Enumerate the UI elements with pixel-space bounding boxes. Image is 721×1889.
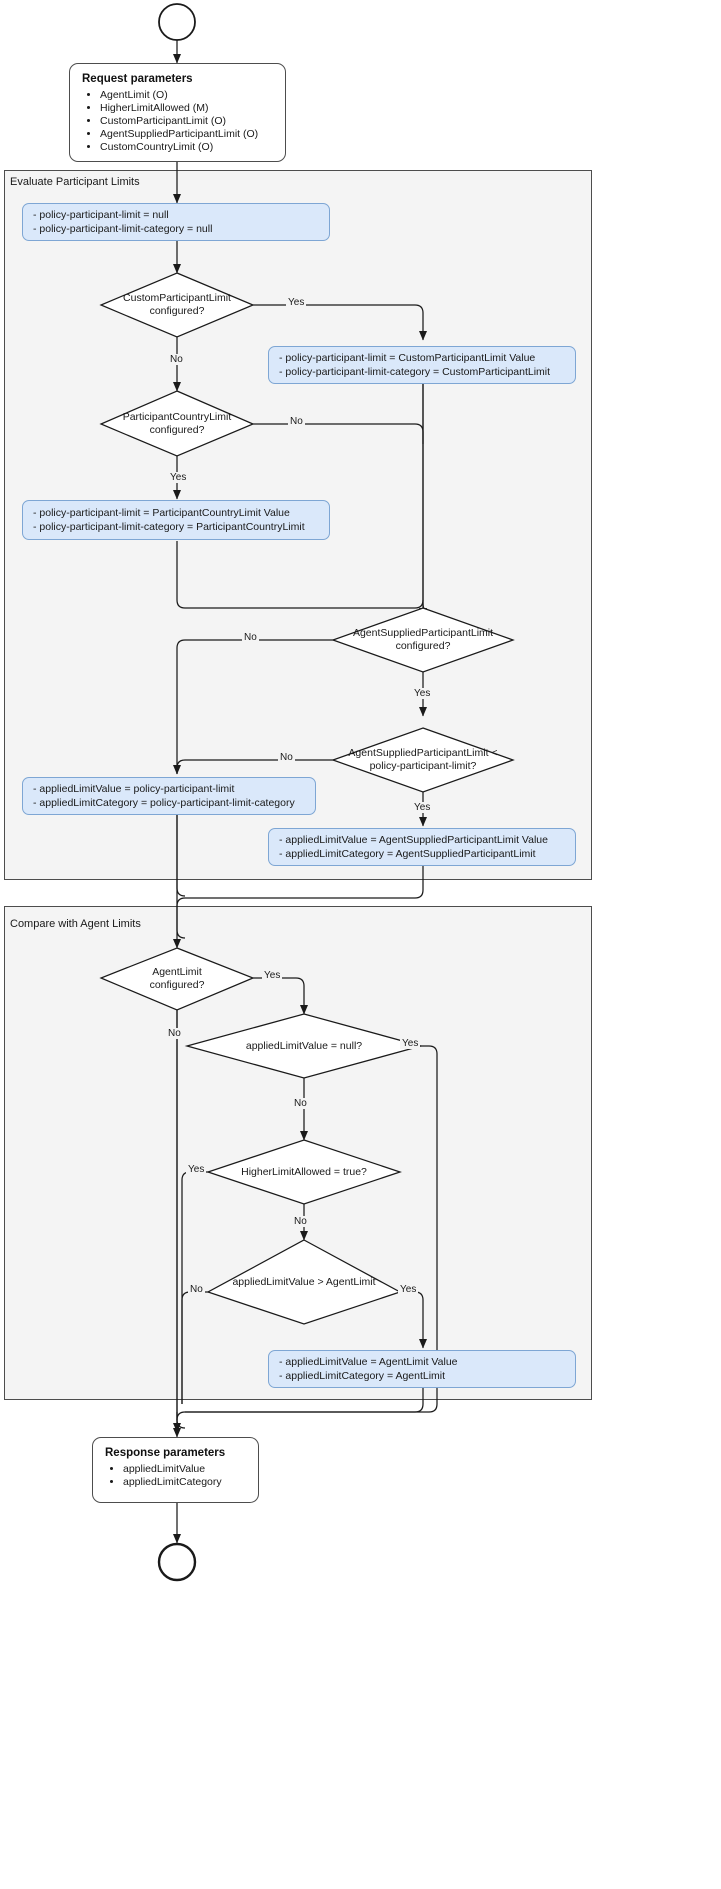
- edge-label-no: No: [278, 752, 295, 763]
- decision-line-1: appliedLimitValue = null?: [245, 1039, 363, 1052]
- assign-line-2: - policy-participant-limit-category = nu…: [33, 223, 213, 235]
- decision-label-applied-greater-than-agent: appliedLimitValue > AgentLimit: [208, 1240, 400, 1324]
- edge-label-no: No: [292, 1216, 309, 1227]
- list-item: AgentLimit (O): [100, 89, 285, 102]
- list-item: CustomParticipantLimit (O): [100, 115, 285, 128]
- edge-label-yes: Yes: [186, 1164, 207, 1175]
- edge-label-no: No: [166, 1028, 183, 1039]
- assign-init-policy-limits: - policy-participant-limit = null - poli…: [22, 203, 330, 241]
- edge-label-no: No: [288, 416, 305, 427]
- decision-label-custom-participant-limit: CustomParticipantLimit configured?: [101, 273, 253, 337]
- response-parameters-list: appliedLimitValue appliedLimitCategory: [93, 1463, 258, 1497]
- assign-applied-from-agent-limit: - appliedLimitValue = AgentLimit Value -…: [268, 1350, 576, 1388]
- decision-line-1: CustomParticipantLimit: [123, 292, 231, 304]
- decision-applied-greater-than-agent: [206, 1239, 402, 1325]
- response-parameters-box: Response parameters appliedLimitValue ap…: [92, 1437, 259, 1503]
- assign-line-1: - policy-participant-limit = null: [33, 209, 169, 221]
- decision-participant-country-limit: [99, 390, 255, 457]
- decision-label-applied-limit-null: appliedLimitValue = null?: [187, 1014, 421, 1078]
- decision-line-1: HigherLimitAllowed = true?: [241, 1165, 367, 1178]
- decision-custom-participant-limit: [99, 272, 255, 338]
- edge-label-yes: Yes: [262, 970, 283, 981]
- lane-title-compare: Compare with Agent Limits: [10, 918, 141, 930]
- request-parameters-box: Request parameters AgentLimit (O) Higher…: [69, 63, 286, 162]
- decision-agent-limit-configured: [99, 947, 255, 1011]
- decision-line-1: AgentSuppliedParticipantLimit: [352, 627, 494, 639]
- edge-label-yes: Yes: [286, 297, 307, 308]
- decision-label-agent-supplied-compare: AgentSuppliedParticipantLimit < policy-p…: [333, 728, 513, 792]
- assign-line-2: - appliedLimitCategory = policy-particip…: [33, 797, 295, 809]
- assign-participant-country-limit: - policy-participant-limit = Participant…: [22, 500, 330, 540]
- edge-label-yes: Yes: [398, 1284, 419, 1295]
- decision-label-participant-country-limit: ParticipantCountryLimit configured?: [101, 392, 253, 456]
- assign-line-1: - appliedLimitValue = AgentLimit Value: [279, 1356, 458, 1368]
- list-item: AgentSuppliedParticipantLimit (O): [100, 128, 285, 141]
- assign-applied-from-policy: - appliedLimitValue = policy-participant…: [22, 777, 316, 815]
- edge-label-no: No: [292, 1098, 309, 1109]
- assign-custom-participant-limit: - policy-participant-limit = CustomParti…: [268, 346, 576, 384]
- assign-line-1: - appliedLimitValue = AgentSuppliedParti…: [279, 834, 548, 846]
- decision-line-2: configured?: [149, 979, 205, 991]
- decision-line-2: configured?: [149, 424, 205, 436]
- list-item: appliedLimitValue: [123, 1463, 258, 1476]
- edge-label-yes: Yes: [412, 688, 433, 699]
- edge-label-yes: Yes: [412, 802, 433, 813]
- assign-line-1: - appliedLimitValue = policy-participant…: [33, 783, 235, 795]
- assign-applied-from-agent-supplied: - appliedLimitValue = AgentSuppliedParti…: [268, 828, 576, 866]
- decision-higher-limit-allowed: [206, 1139, 402, 1205]
- request-parameters-list: AgentLimit (O) HigherLimitAllowed (M) Cu…: [70, 89, 285, 162]
- decision-line-1: AgentLimit: [152, 966, 202, 978]
- assign-line-2: - policy-participant-limit-category = Pa…: [33, 521, 305, 533]
- assign-line-2: - appliedLimitCategory = AgentLimit: [279, 1370, 446, 1382]
- decision-line-1: appliedLimitValue > AgentLimit: [232, 1275, 376, 1288]
- decision-line-2: configured?: [395, 640, 451, 652]
- edge-label-yes: Yes: [400, 1038, 421, 1049]
- end-circle: [157, 1542, 197, 1582]
- response-parameters-title: Response parameters: [105, 1447, 226, 1459]
- list-item: CustomCountryLimit (O): [100, 141, 285, 154]
- decision-label-agent-limit-configured: AgentLimit configured?: [101, 948, 253, 1010]
- request-parameters-title: Request parameters: [82, 73, 193, 85]
- decision-label-higher-limit-allowed: HigherLimitAllowed = true?: [208, 1140, 400, 1204]
- decision-agent-supplied-configured: [331, 607, 515, 673]
- lane-title-evaluate: Evaluate Participant Limits: [10, 176, 140, 188]
- edge-label-no: No: [168, 354, 185, 365]
- decision-label-agent-supplied-configured: AgentSuppliedParticipantLimit configured…: [333, 608, 513, 672]
- assign-line-2: - appliedLimitCategory = AgentSuppliedPa…: [279, 848, 536, 860]
- edge-label-no: No: [188, 1284, 205, 1295]
- decision-applied-limit-null: [184, 1013, 424, 1079]
- assign-line-1: - policy-participant-limit = Participant…: [33, 507, 290, 519]
- assign-line-2: - policy-participant-limit-category = Cu…: [279, 366, 551, 378]
- edge-label-no: No: [242, 632, 259, 643]
- decision-agent-supplied-less-than-policy: [331, 727, 515, 793]
- list-item: appliedLimitCategory: [123, 1476, 258, 1489]
- list-item: HigherLimitAllowed (M): [100, 102, 285, 115]
- assign-line-1: - policy-participant-limit = CustomParti…: [279, 352, 536, 364]
- decision-line-2: configured?: [149, 305, 205, 317]
- decision-line-2: policy-participant-limit?: [369, 760, 477, 772]
- decision-line-1: ParticipantCountryLimit: [122, 411, 232, 423]
- start-circle: [158, 3, 196, 41]
- edge-label-yes: Yes: [168, 472, 189, 483]
- decision-line-1: AgentSuppliedParticipantLimit <: [348, 747, 498, 759]
